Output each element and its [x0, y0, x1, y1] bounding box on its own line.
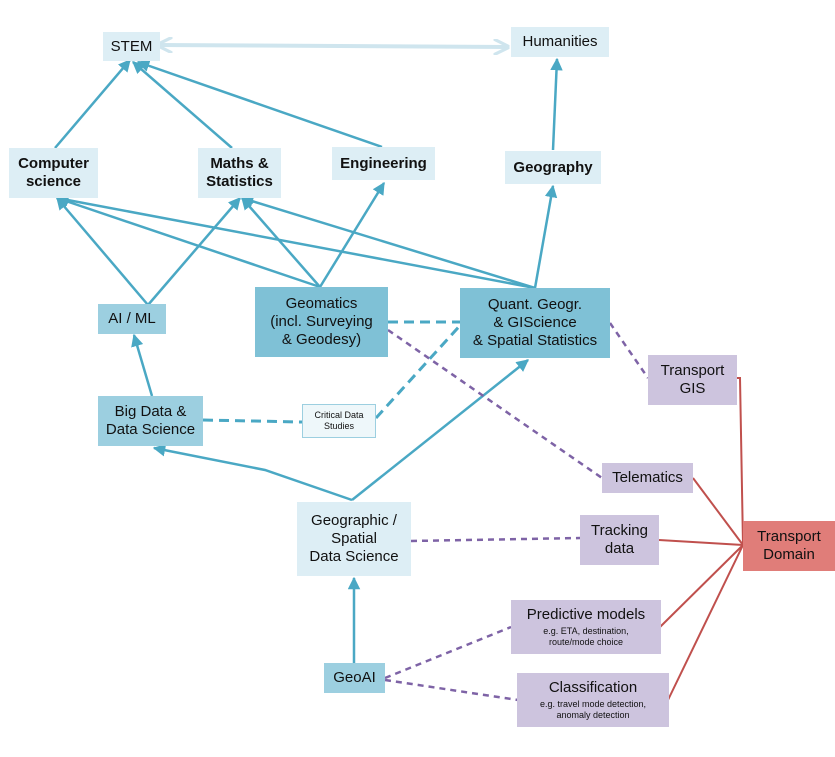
node-stem: STEM	[103, 32, 160, 61]
edge-geods-quant	[351, 359, 529, 501]
node-geographic-data-science-label: Geographic / Spatial Data Science	[309, 512, 399, 565]
edge-geods-tracking	[410, 536, 581, 543]
edge-geoai-predictive	[384, 625, 512, 680]
edge-quant-transportgis	[608, 322, 650, 379]
node-tracking-data-label: Tracking data	[591, 522, 648, 557]
edge-classification-domain	[667, 544, 744, 701]
edge-geoai-classification	[384, 678, 519, 702]
node-critical-data-studies: Critical Data Studies	[302, 404, 376, 438]
node-geography: Geography	[505, 151, 601, 184]
edge-geods-bigdata	[152, 444, 353, 502]
node-transport-gis: Transport GIS	[648, 355, 737, 405]
node-ai-ml-label: AI / ML	[108, 310, 156, 327]
edge-geomatics-engineering	[318, 181, 386, 288]
node-geomatics: Geomatics (incl. Surveying & Geodesy)	[255, 287, 388, 357]
node-critical-data-studies-label: Critical Data Studies	[314, 410, 364, 431]
node-big-data-label: Big Data & Data Science	[105, 403, 196, 438]
node-ai-ml: AI / ML	[98, 304, 166, 334]
node-humanities: Humanities	[511, 27, 609, 57]
edge-tracking-domain	[658, 539, 744, 546]
node-maths-statistics-label: Maths & Statistics	[206, 155, 273, 190]
edge-quant-geography	[533, 184, 558, 289]
node-classification-label: Classification	[548, 678, 638, 696]
node-big-data: Big Data & Data Science	[98, 396, 203, 446]
node-geoai: GeoAI	[324, 663, 385, 693]
edge-quant-maths	[240, 195, 536, 290]
edge-critical-quant	[374, 318, 467, 420]
node-transport-domain: Transport Domain	[743, 521, 835, 571]
edge-geomatics-maths	[241, 197, 321, 288]
node-geomatics-label: Geomatics (incl. Surveying & Geodesy)	[270, 295, 373, 348]
edge-bigdata-critical	[202, 418, 303, 424]
node-geographic-data-science: Geographic / Spatial Data Science	[297, 502, 411, 576]
node-telematics-label: Telematics	[612, 469, 683, 486]
node-computer-science: Computer science	[9, 148, 98, 198]
node-geography-label: Geography	[513, 158, 593, 176]
node-classification: Classification e.g. travel mode detectio…	[517, 673, 669, 727]
edge-telematics-domain	[692, 477, 744, 546]
node-quant-geogr-label: Quant. Geogr. & GIScience & Spatial Stat…	[472, 296, 598, 349]
node-stem-label: STEM	[110, 37, 153, 55]
node-humanities-label: Humanities	[522, 33, 598, 50]
edge-aiml-cs	[56, 197, 149, 306]
node-predictive-models-sub: e.g. ETA, destination, route/mode choice	[543, 625, 629, 647]
node-predictive-models: Predictive models e.g. ETA, destination,…	[511, 600, 661, 654]
edge-geography-humanities	[550, 57, 563, 151]
node-computer-science-label: Computer science	[18, 155, 89, 190]
edge-quant-cs	[55, 193, 536, 290]
edge-predictive-domain	[659, 544, 744, 628]
node-transport-domain-label: Transport Domain	[757, 528, 821, 563]
node-tracking-data: Tracking data	[580, 515, 659, 565]
edge-engineering-stem	[136, 59, 383, 149]
node-classification-sub: e.g. travel mode detection, anomaly dete…	[539, 698, 647, 720]
edge-aiml-maths	[147, 197, 241, 306]
node-transport-gis-label: Transport GIS	[660, 362, 725, 397]
node-geoai-label: GeoAI	[333, 669, 376, 686]
node-predictive-models-label: Predictive models	[526, 605, 646, 623]
edge-cs-stem	[54, 59, 131, 149]
edge-geomatics-cs	[55, 195, 321, 289]
edge-stem-humanities	[158, 45, 508, 47]
node-quant-geogr: Quant. Geogr. & GIScience & Spatial Stat…	[460, 288, 610, 358]
node-telematics: Telematics	[602, 463, 693, 493]
edge-bigdata-aiml	[131, 333, 154, 397]
node-maths-statistics: Maths & Statistics	[198, 148, 281, 198]
node-engineering: Engineering	[332, 147, 435, 180]
edge-maths-stem	[132, 61, 233, 149]
node-engineering-label: Engineering	[340, 154, 427, 172]
edge-transportgis-domain	[737, 377, 744, 546]
